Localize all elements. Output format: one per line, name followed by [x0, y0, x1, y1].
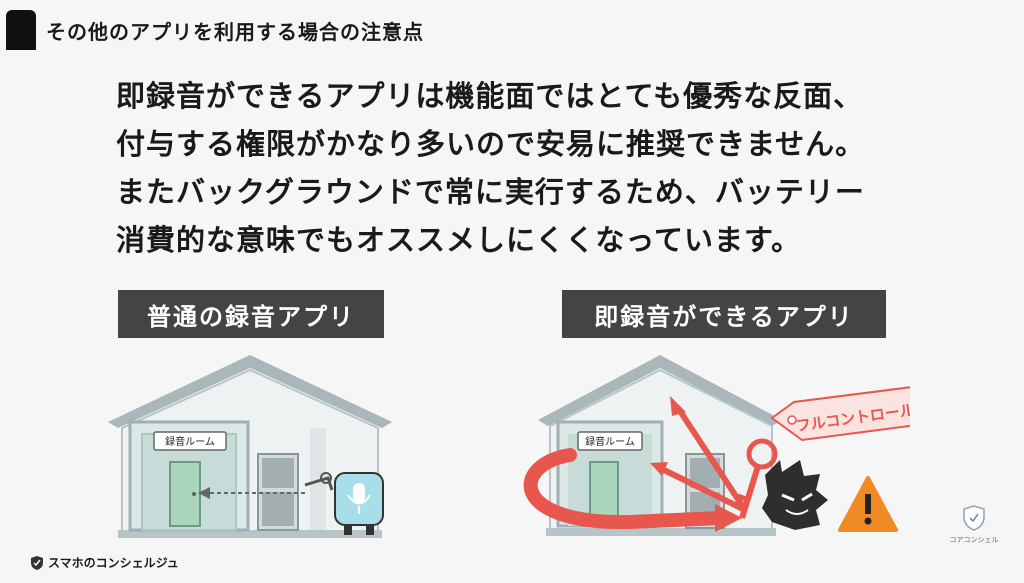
footer-logo: コアコンシェル	[946, 505, 1002, 545]
full-control-tag: フルコントロール	[770, 386, 910, 442]
arrow-icon	[198, 487, 210, 499]
key-icon	[734, 438, 778, 519]
footer-brand: スマホのコンシェルジュ	[30, 554, 179, 571]
shield-logo-icon	[31, 555, 43, 570]
house-illustration: 録音ルーム	[108, 355, 392, 538]
logo-caption: コアコンシェル	[949, 536, 999, 544]
instant-app-label: 即録音ができるアプリ	[562, 290, 886, 338]
body-line: 即録音ができるアプリは機能面ではとても優秀な反面、	[116, 79, 864, 113]
normal-app-illustration: 録音ルーム	[108, 355, 392, 538]
body-paragraph: 即録音ができるアプリは機能面ではとても優秀な反面、 付与する権限がかなり多いので…	[116, 72, 916, 264]
body-line: またバックグラウンドで常に実行するため、バッテリー	[116, 175, 865, 209]
brand-name: スマホのコンシェルジュ	[48, 556, 179, 570]
room-sign: 録音ルーム	[165, 435, 215, 448]
room-sign: 録音ルーム	[585, 435, 635, 448]
shield-logo-icon	[963, 505, 985, 531]
red-arrows	[523, 396, 748, 532]
normal-app-label: 普通の録音アプリ	[118, 290, 384, 338]
mic-app-icon	[304, 472, 384, 535]
body-line: 消費的な意味でもオススメしにくくなっています。	[116, 223, 802, 257]
black-cat-icon	[762, 460, 828, 530]
title-accent	[6, 10, 36, 50]
instant-app-illustration: 録音ルーム フルコントロール	[523, 355, 910, 536]
body-line: 付与する権限がかなり多いので安易に推奨できません。	[116, 127, 866, 161]
slide-title: その他のアプリを利用する場合の注意点	[46, 20, 424, 44]
warning-icon	[838, 476, 898, 532]
title-bar: その他のアプリを利用する場合の注意点	[0, 0, 1024, 52]
